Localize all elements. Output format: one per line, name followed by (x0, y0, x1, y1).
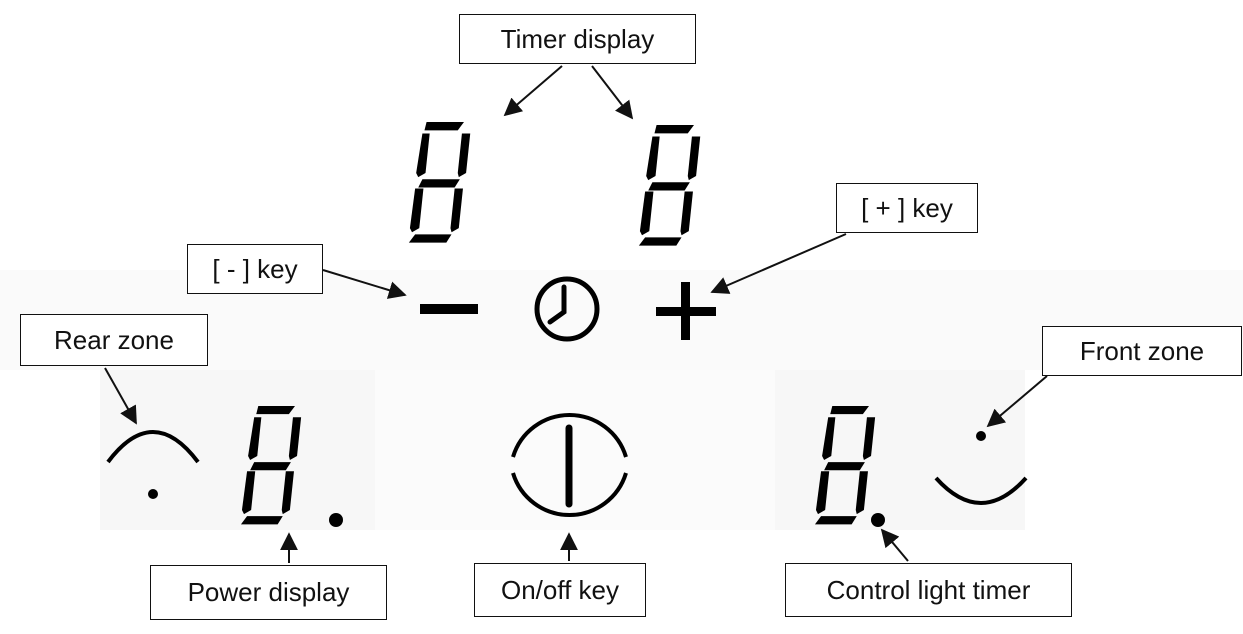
panel-right-block (775, 370, 1025, 530)
panel-center-block (375, 370, 775, 530)
minus-key-label: [ - ] key (187, 244, 323, 294)
clock-icon[interactable] (534, 276, 600, 342)
timer-digit-left (408, 122, 471, 243)
timer-digit-right (638, 125, 701, 246)
leader-arrows (104, 65, 1048, 563)
onoff-key-label: On/off key (474, 563, 646, 617)
timer-display-label: Timer display (459, 14, 696, 64)
power-display-dot (329, 513, 343, 527)
control-light-timer-label: Control light timer (785, 563, 1072, 617)
front-zone-label: Front zone (1042, 326, 1242, 376)
plus-key-label: [ + ] key (836, 183, 978, 233)
power-display-label: Power display (150, 565, 387, 620)
plus-icon[interactable] (656, 282, 716, 340)
control-light-timer-dot (871, 513, 885, 527)
rear-zone-icon[interactable] (106, 430, 200, 499)
power-icon[interactable] (511, 412, 628, 518)
minus-icon[interactable] (420, 304, 478, 314)
rear-zone-label: Rear zone (20, 314, 208, 366)
front-zone-icon[interactable] (934, 431, 1028, 505)
panel-left-block (100, 370, 375, 530)
